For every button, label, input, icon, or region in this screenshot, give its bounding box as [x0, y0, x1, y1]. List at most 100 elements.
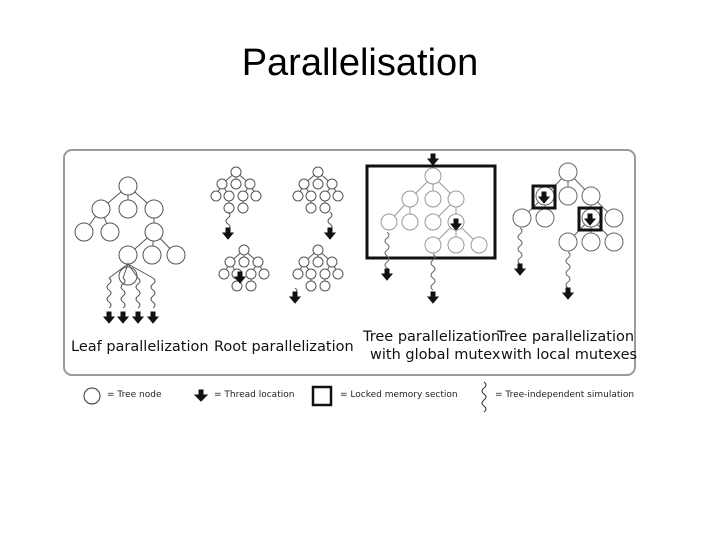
tree-node — [581, 186, 601, 206]
tree-node — [332, 268, 344, 280]
panel-label-line: Tree parallelization — [363, 329, 501, 345]
tree-edge — [122, 263, 129, 279]
tree-node — [447, 190, 465, 208]
tree-node — [298, 256, 310, 268]
legend-tree-node-label: = Tree node — [107, 390, 162, 400]
tree-node — [216, 178, 228, 190]
tree-node — [401, 190, 419, 208]
thread-marker — [131, 311, 145, 324]
tree-node — [558, 186, 578, 206]
tree-node — [319, 202, 331, 214]
panel-label-tree-global: Tree parallelization with global mutex — [363, 328, 500, 364]
legend-thread-location-label: = Thread location — [214, 390, 295, 400]
thread-marker — [233, 271, 247, 284]
tree-node — [326, 256, 338, 268]
locked-memory-section — [531, 184, 557, 210]
tree-node — [237, 202, 249, 214]
tree-node — [74, 222, 94, 242]
panel-label-line: with global mutex — [370, 347, 501, 363]
tree-node — [144, 222, 164, 242]
tree-node — [424, 213, 442, 231]
tree-node — [223, 202, 235, 214]
simulation-path — [430, 253, 436, 291]
tree-node — [558, 232, 578, 252]
thread-marker — [513, 263, 527, 276]
panel-label-line: with local mutexes — [501, 347, 638, 363]
locked-memory-section — [365, 164, 497, 260]
thread-marker — [116, 311, 130, 324]
tree-node — [100, 222, 120, 242]
tree-node — [424, 236, 442, 254]
locked-memory-section — [577, 206, 603, 232]
legend-simulation-label: = Tree-independent simulation — [495, 390, 635, 400]
thread-location-icon — [193, 389, 209, 402]
tree-node — [292, 268, 304, 280]
thread-marker — [561, 287, 575, 300]
simulation-path — [565, 251, 571, 289]
tree-node — [319, 280, 331, 292]
tree-node — [223, 190, 235, 202]
thread-marker — [146, 311, 160, 324]
tree-node — [252, 256, 264, 268]
tree-node — [142, 245, 162, 265]
tree-node-icon — [83, 387, 101, 405]
tree-node — [231, 280, 243, 292]
tree-node — [512, 208, 532, 228]
tree-node — [604, 208, 624, 228]
simulation-icon — [481, 381, 487, 413]
simulation-path — [384, 231, 390, 275]
tree-node — [305, 280, 317, 292]
panel-label-line: Tree parallelization — [497, 329, 635, 345]
tree-node — [238, 256, 250, 268]
simulation-path — [517, 227, 523, 265]
thread-marker — [449, 218, 463, 231]
tree-edge — [127, 263, 154, 279]
tree-node — [166, 245, 186, 265]
tree-node — [298, 178, 310, 190]
tree-node — [245, 280, 257, 292]
tree-node — [305, 190, 317, 202]
tree-node — [292, 190, 304, 202]
tree-node — [238, 244, 250, 256]
thread-marker — [102, 311, 116, 324]
tree-node — [237, 190, 249, 202]
tree-node — [447, 236, 465, 254]
tree-node — [332, 190, 344, 202]
tree-node — [118, 176, 138, 196]
tree-node — [312, 178, 324, 190]
tree-node — [230, 178, 242, 190]
tree-node — [210, 190, 222, 202]
tree-node — [218, 268, 230, 280]
tree-node — [258, 268, 270, 280]
tree-node — [118, 245, 138, 265]
tree-node — [91, 199, 111, 219]
thread-marker — [221, 227, 235, 240]
thread-marker — [426, 153, 440, 166]
tree-node — [535, 208, 555, 228]
tree-node — [424, 190, 442, 208]
thread-marker — [583, 213, 597, 226]
tree-node — [380, 213, 398, 231]
tree-node — [326, 178, 338, 190]
panel-label-line: Leaf parallelization — [71, 339, 209, 355]
locked-memory-icon — [311, 385, 333, 407]
thread-marker — [288, 291, 302, 304]
tree-node — [424, 167, 442, 185]
tree-node — [319, 190, 331, 202]
slide-title: Parallelisation — [241, 42, 479, 84]
thread-marker — [537, 191, 551, 204]
simulation-path — [120, 277, 126, 309]
legend-locked-memory-label: = Locked memory section — [340, 390, 458, 400]
thread-marker — [323, 227, 337, 240]
simulation-path — [327, 211, 333, 231]
tree-node — [319, 268, 331, 280]
tree-edge — [127, 263, 139, 279]
panel-label-tree-local: Tree parallelization with local mutexes — [497, 328, 637, 364]
tree-node — [401, 213, 419, 231]
thread-marker — [380, 268, 394, 281]
simulation-path — [150, 277, 156, 309]
tree-node — [144, 199, 164, 219]
legend — [83, 381, 487, 413]
panel-label-leaf: Leaf parallelization — [71, 338, 209, 356]
